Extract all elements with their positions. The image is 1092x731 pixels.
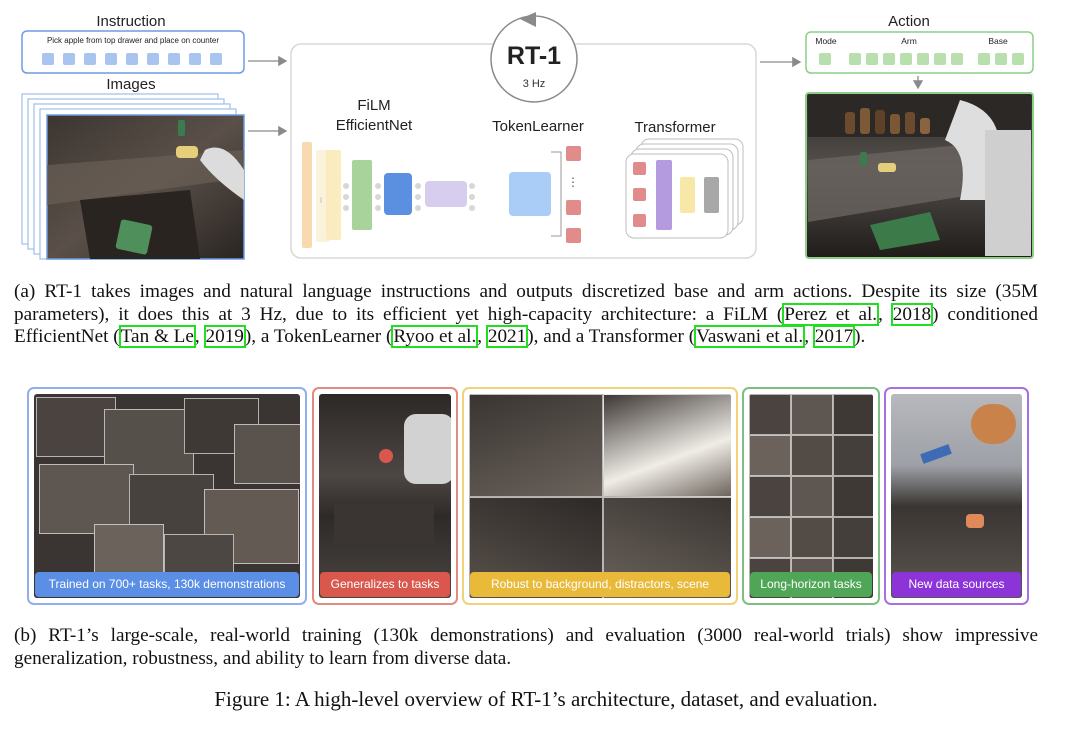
caption-a-text-4: ), and a Transformer ( — [527, 326, 696, 347]
instruction-token — [42, 53, 54, 65]
cycle-arrow-icon — [520, 12, 536, 27]
action-token — [995, 53, 1007, 65]
panel-robustness-label: Robust to background, distractors, scene — [470, 572, 730, 597]
citation-tan-author[interactable]: Tan & Le — [118, 325, 196, 348]
grid-tile — [791, 394, 833, 435]
instruction-token — [210, 53, 222, 65]
instruction-token — [147, 53, 159, 65]
grid-tile — [833, 435, 873, 476]
citation-vaswani-year[interactable]: 2017 — [812, 325, 856, 348]
instruction-token — [105, 53, 117, 65]
action-token — [1012, 53, 1024, 65]
action-mode-label: Mode — [815, 36, 837, 46]
panel-long-horizon: Long-horizon tasks — [742, 387, 880, 605]
token-ellipsis: ⋮ — [567, 175, 579, 189]
panel-robustness: Robust to background, distractors, scene — [462, 387, 738, 605]
transformer-label: Transformer — [634, 119, 715, 136]
panel-new-data: New data sources — [884, 387, 1029, 605]
action-token — [917, 53, 929, 65]
caption-a-text-3: ), a TokenLearner ( — [244, 326, 393, 347]
instruction-token — [84, 53, 96, 65]
citation-perez-author[interactable]: Perez et al. — [782, 302, 880, 326]
panel-new-data-label: New data sources — [892, 572, 1021, 597]
panel-generalization: Generalizes to tasks — [312, 387, 458, 605]
citation-tan-year[interactable]: 2019 — [203, 325, 246, 348]
panel-training-image — [34, 394, 300, 598]
transformer-block — [625, 138, 744, 239]
image-stack — [21, 93, 245, 260]
svg-text:⋯: ⋯ — [319, 197, 325, 203]
action-box — [805, 31, 1034, 74]
action-token — [883, 53, 895, 65]
citation-perez-year[interactable]: 2018 — [890, 302, 934, 326]
caption-a-text-1: (a) RT-1 takes images and natural langua… — [14, 281, 1038, 325]
caption-a-text-5: ). — [854, 326, 866, 347]
action-label: Action — [888, 13, 930, 30]
citation-ryoo-year[interactable]: 2021 — [485, 325, 529, 348]
panel-generalization-image — [319, 394, 451, 598]
action-token — [866, 53, 878, 65]
architecture-diagram: Instruction Pick apple from top drawer a… — [21, 12, 1034, 260]
instruction-text: Pick apple from top drawer and place on … — [47, 36, 219, 45]
film-label-line2: EfficientNet — [336, 117, 413, 134]
action-token — [819, 53, 831, 65]
grid-tile — [749, 394, 791, 435]
tokenlearner-label: TokenLearner — [492, 118, 584, 135]
grid-tile — [749, 517, 791, 558]
panel-training-label: Trained on 700+ tasks, 130k demonstratio… — [35, 572, 299, 597]
instruction-tokens — [42, 53, 222, 65]
grid-tile — [833, 517, 873, 558]
panel-training: Trained on 700+ tasks, 130k demonstratio… — [27, 387, 307, 605]
instruction-token — [189, 53, 201, 65]
citation-vaswani-author[interactable]: Vaswani et al. — [694, 325, 806, 348]
images-label: Images — [106, 76, 155, 93]
caption-a-text-2: ) conditioned EfficientNet ( — [14, 303, 1038, 348]
action-token — [934, 53, 946, 65]
panel-robustness-image — [469, 394, 731, 598]
caption-a: (a) RT-1 takes images and natural langua… — [14, 281, 1038, 348]
film-label-line1: FiLM — [357, 97, 390, 114]
grid-tile — [833, 394, 873, 435]
action-base-label: Base — [988, 36, 1008, 46]
grid-tile — [749, 435, 791, 476]
tokenlearner-block: ⋮ — [509, 146, 581, 243]
grid-tile — [791, 517, 833, 558]
panel-long-horizon-image — [749, 394, 873, 598]
citation-ryoo-author[interactable]: Ryoo et al. — [391, 325, 479, 348]
film-efficientnet-block: ⋯ — [302, 142, 475, 248]
instruction-token — [126, 53, 138, 65]
rt1-rate: 3 Hz — [523, 78, 546, 90]
instruction-token — [168, 53, 180, 65]
caption-b: (b) RT-1’s large-scale, real-world train… — [14, 625, 1038, 669]
panel-long-horizon-label: Long-horizon tasks — [750, 572, 872, 597]
instruction-label: Instruction — [96, 13, 165, 30]
instruction-box — [21, 30, 245, 74]
action-token — [951, 53, 963, 65]
rt1-title: RT-1 — [507, 42, 561, 70]
action-token — [978, 53, 990, 65]
action-tokens — [819, 53, 1024, 65]
action-token — [849, 53, 861, 65]
panel-generalization-label: Generalizes to tasks — [320, 572, 450, 597]
grid-tile — [749, 476, 791, 517]
grid-tile — [791, 435, 833, 476]
action-arm-label: Arm — [901, 36, 917, 46]
action-token — [900, 53, 912, 65]
grid-tile — [791, 476, 833, 517]
figure-caption: Figure 1: A high-level overview of RT-1’… — [214, 687, 878, 711]
instruction-token — [63, 53, 75, 65]
grid-tile — [833, 476, 873, 517]
panel-new-data-image — [891, 394, 1022, 598]
robot-action-image — [805, 92, 1034, 259]
